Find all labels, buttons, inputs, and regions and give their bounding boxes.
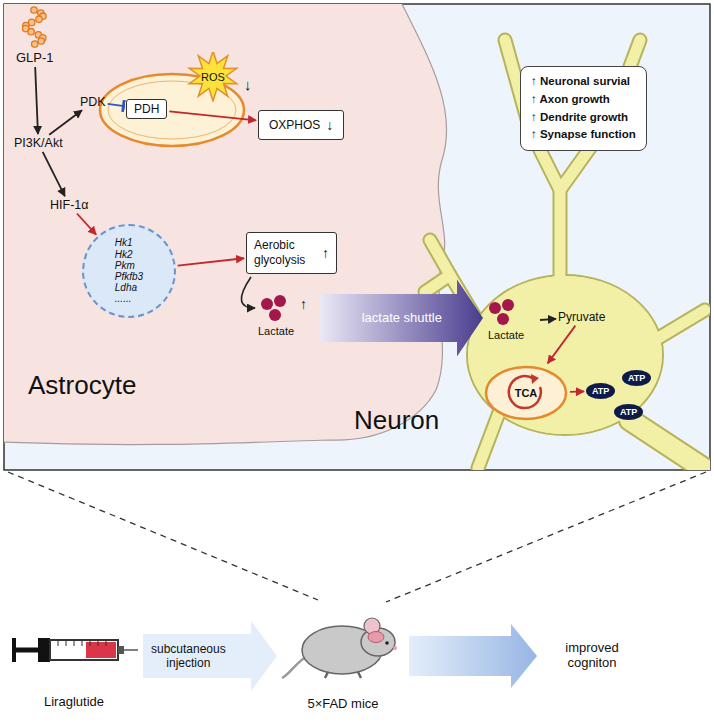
atp-molecule: ATP <box>622 370 651 386</box>
connector <box>178 258 244 265</box>
node-text: PDH <box>134 102 159 116</box>
node-text: ↑ Neuronal survial <box>531 73 636 91</box>
node-text: Astrocyte <box>28 370 136 401</box>
block-arrow <box>319 280 483 357</box>
node-text: ↑ <box>300 296 307 312</box>
node-text: ↑ <box>322 245 329 261</box>
node-text: Pyruvate <box>558 310 605 324</box>
connector <box>43 152 65 196</box>
nucleus: Hk1 Hk2 Pkm Pfkfb3 Ldha ...... <box>82 224 176 318</box>
free-label: ↓ <box>244 76 252 93</box>
connector <box>570 391 584 393</box>
connector <box>108 104 124 106</box>
node-text: Lactate <box>488 329 524 341</box>
connector <box>169 111 256 120</box>
factor-label: HIF-1α <box>50 198 88 212</box>
node-text: Hk1 Hk2 Pkm Pfkfb3 Ldha ...... <box>115 237 143 304</box>
mitochondrion-tca: TCA <box>484 365 568 421</box>
node-text: ROS <box>201 71 225 83</box>
connector <box>548 326 576 364</box>
neuron-cell: Neuron Lactate PyruvateTCA ATP ATP ATP <box>340 195 709 470</box>
block-arrow <box>409 624 537 688</box>
node-text: TCA <box>515 387 538 399</box>
neuron-body <box>425 40 710 470</box>
connector <box>241 277 255 308</box>
node-text: improved cogniton <box>540 640 644 670</box>
zoom-lines <box>8 472 706 602</box>
connector <box>540 319 556 320</box>
astrocyte-body <box>4 4 447 445</box>
atp-molecule: ATP <box>614 404 643 420</box>
node-text: GLP-1 <box>16 50 54 65</box>
ligand-label: GLP-1 <box>16 50 54 65</box>
node-text: OXPHOS <box>269 118 320 132</box>
atp-molecule: ATP <box>586 383 615 399</box>
node-text: ATP <box>628 373 645 383</box>
metabolite-label: Pyruvate <box>558 310 605 324</box>
pathway-label: PI3K/Akt <box>14 136 63 150</box>
node-text: ↑ Synapse function <box>531 126 636 144</box>
lactate-pool: Lactate ↑ <box>258 294 316 344</box>
node-text: Lactate <box>258 325 294 337</box>
arrow-label: lactate shuttle <box>342 310 462 326</box>
node-text: ↓ <box>326 117 333 133</box>
mouse <box>280 592 406 692</box>
connector <box>35 67 38 134</box>
lactate-dots <box>486 298 526 328</box>
node-text: Neuron <box>354 405 439 436</box>
astrocyte-cell: Astrocyte GLP-1PI3K/Akt PDK HIF-1α PDH ROS OXP… <box>0 0 462 448</box>
enzyme-label: PDK <box>80 95 106 109</box>
glp1-peptide-chain <box>23 7 47 48</box>
node-text: ATP <box>620 407 637 417</box>
node-text: Aerobic glycolysis <box>254 238 316 268</box>
node-text: HIF-1α <box>50 198 88 212</box>
node-text: 5×FAD mice <box>280 696 406 711</box>
node-text: PDK <box>80 95 106 109</box>
node-text: ↑ Axon growth <box>531 91 636 109</box>
node-text: ↑ Dendrite growth <box>531 109 636 127</box>
lactate-pool: Lactate <box>486 298 538 346</box>
effects-box: ↑ Neuronal survial↑ Axon growth↑ Dendrit… <box>520 66 647 151</box>
syringe <box>8 612 140 682</box>
process-box: Aerobic glycolysis ↑ <box>246 232 337 274</box>
connector <box>77 213 96 234</box>
outcome-label: improved cogniton <box>540 640 644 670</box>
node-text: ATP <box>592 386 609 396</box>
enzyme-box: PDH <box>126 99 167 119</box>
ros-star: ROS <box>186 52 240 102</box>
mouse-model: 5×FAD mice <box>280 592 406 718</box>
node-text: Liraglutide <box>8 694 140 709</box>
lactate-dots <box>258 294 298 324</box>
node-text: PI3K/Akt <box>14 136 63 150</box>
drug-syringe: Liraglutide <box>8 612 140 716</box>
connector <box>49 110 82 135</box>
arrow-label: subcutaneous injection <box>138 642 238 671</box>
process-box: OXPHOS ↓ <box>258 110 344 140</box>
